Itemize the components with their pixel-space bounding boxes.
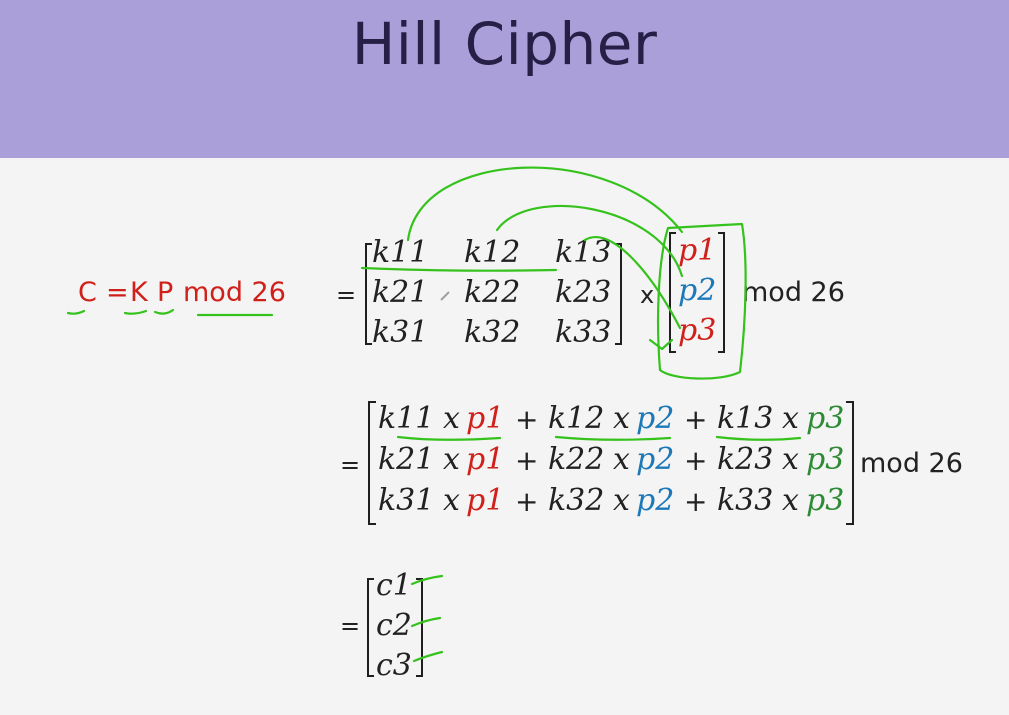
equals-sign-2: = [340,451,361,479]
term-p3: p3 [806,401,845,436]
equation-c: C [78,277,97,308]
title-band [0,0,1009,158]
term-underline [554,435,672,441]
right-bracket [846,401,854,525]
term-k21: k21 [378,442,435,477]
bracket-group [365,232,854,677]
plus-sign: + [515,485,539,518]
term-x: x [443,483,460,518]
term-p1: p1 [466,442,505,477]
arc-arrow [583,236,682,330]
check-mark [410,616,442,628]
equation-k: K [130,277,148,308]
matrix-cell-k22: k22 [464,275,521,310]
matrix-cell-k12: k12 [464,235,521,270]
term-x: x [443,401,460,436]
term-x: x [782,401,799,436]
equals-sign-3: = [340,612,361,640]
underline-mark [66,309,86,315]
left-bracket [368,401,376,525]
mod-26-label: mod 26 [742,277,845,308]
matrix-cell-k23: k23 [555,275,612,310]
term-p2: p2 [636,401,675,436]
vector-cell-p1: p1 [678,233,717,268]
term-k23: k23 [717,442,774,477]
plus-sign: + [684,444,708,477]
term-k33: k33 [717,483,774,518]
matrix-cell-k21: k21 [372,275,429,310]
term-k11: k11 [378,401,435,436]
equation-p: P [157,277,174,308]
arrow-head [648,338,674,351]
underline-mark [153,308,175,315]
arc-arrow [406,166,684,242]
right-bracket [416,578,423,677]
matrix-cell-k33: k33 [555,315,612,350]
right-bracket [718,232,725,353]
arc-arrow [495,204,684,278]
handwritten-annotations [66,166,802,663]
term-p3: p3 [806,483,845,518]
right-bracket [615,243,622,345]
underline-mark [123,309,148,315]
term-x: x [443,442,460,477]
row-underline [360,266,558,272]
term-x: x [613,442,630,477]
term-k13: k13 [717,401,774,436]
slide-title: Hill Cipher [351,10,658,78]
term-k31: k31 [378,483,435,518]
plus-sign: + [515,444,539,477]
term-p1: p1 [466,483,505,518]
matrix-cell-k32: k32 [464,315,521,350]
matrix-cell-k13: k13 [555,235,612,270]
term-p2: p2 [636,442,675,477]
vector-cell-c3: c3 [376,648,412,683]
times-sign: x [640,281,655,309]
check-mark [410,574,444,586]
left-bracket [365,243,372,345]
vector-cell-p2: p2 [678,273,717,308]
vector-cell-c2: c2 [376,608,412,643]
plus-sign: + [684,485,708,518]
term-p1: p1 [466,401,505,436]
term-x: x [613,401,630,436]
term-x: x [782,483,799,518]
equation-equals: = [106,277,129,308]
term-x: x [782,442,799,477]
term-x: x [613,483,630,518]
vector-cell-p3: p3 [678,313,717,348]
matrix-cell-k11: k11 [372,235,429,270]
term-k12: k12 [548,401,605,436]
matrix-cell-k31: k31 [372,315,429,350]
term-k32: k32 [548,483,605,518]
vector-cell-c1: c1 [376,568,412,603]
check-mark [412,650,444,663]
plus-sign: + [515,403,539,436]
term-p2: p2 [636,483,675,518]
equals-sign-1: = [336,281,357,309]
pen-cursor-icon [440,291,450,301]
plus-sign: + [684,403,708,436]
vector-loop [656,222,747,380]
term-p3: p3 [806,442,845,477]
left-bracket [367,578,374,677]
left-bracket [669,232,676,353]
term-underline [715,435,802,441]
term-k22: k22 [548,442,605,477]
equation-mod: mod 26 [183,277,286,308]
term-underline [396,435,502,441]
mod-26-label-2: mod 26 [860,448,963,479]
